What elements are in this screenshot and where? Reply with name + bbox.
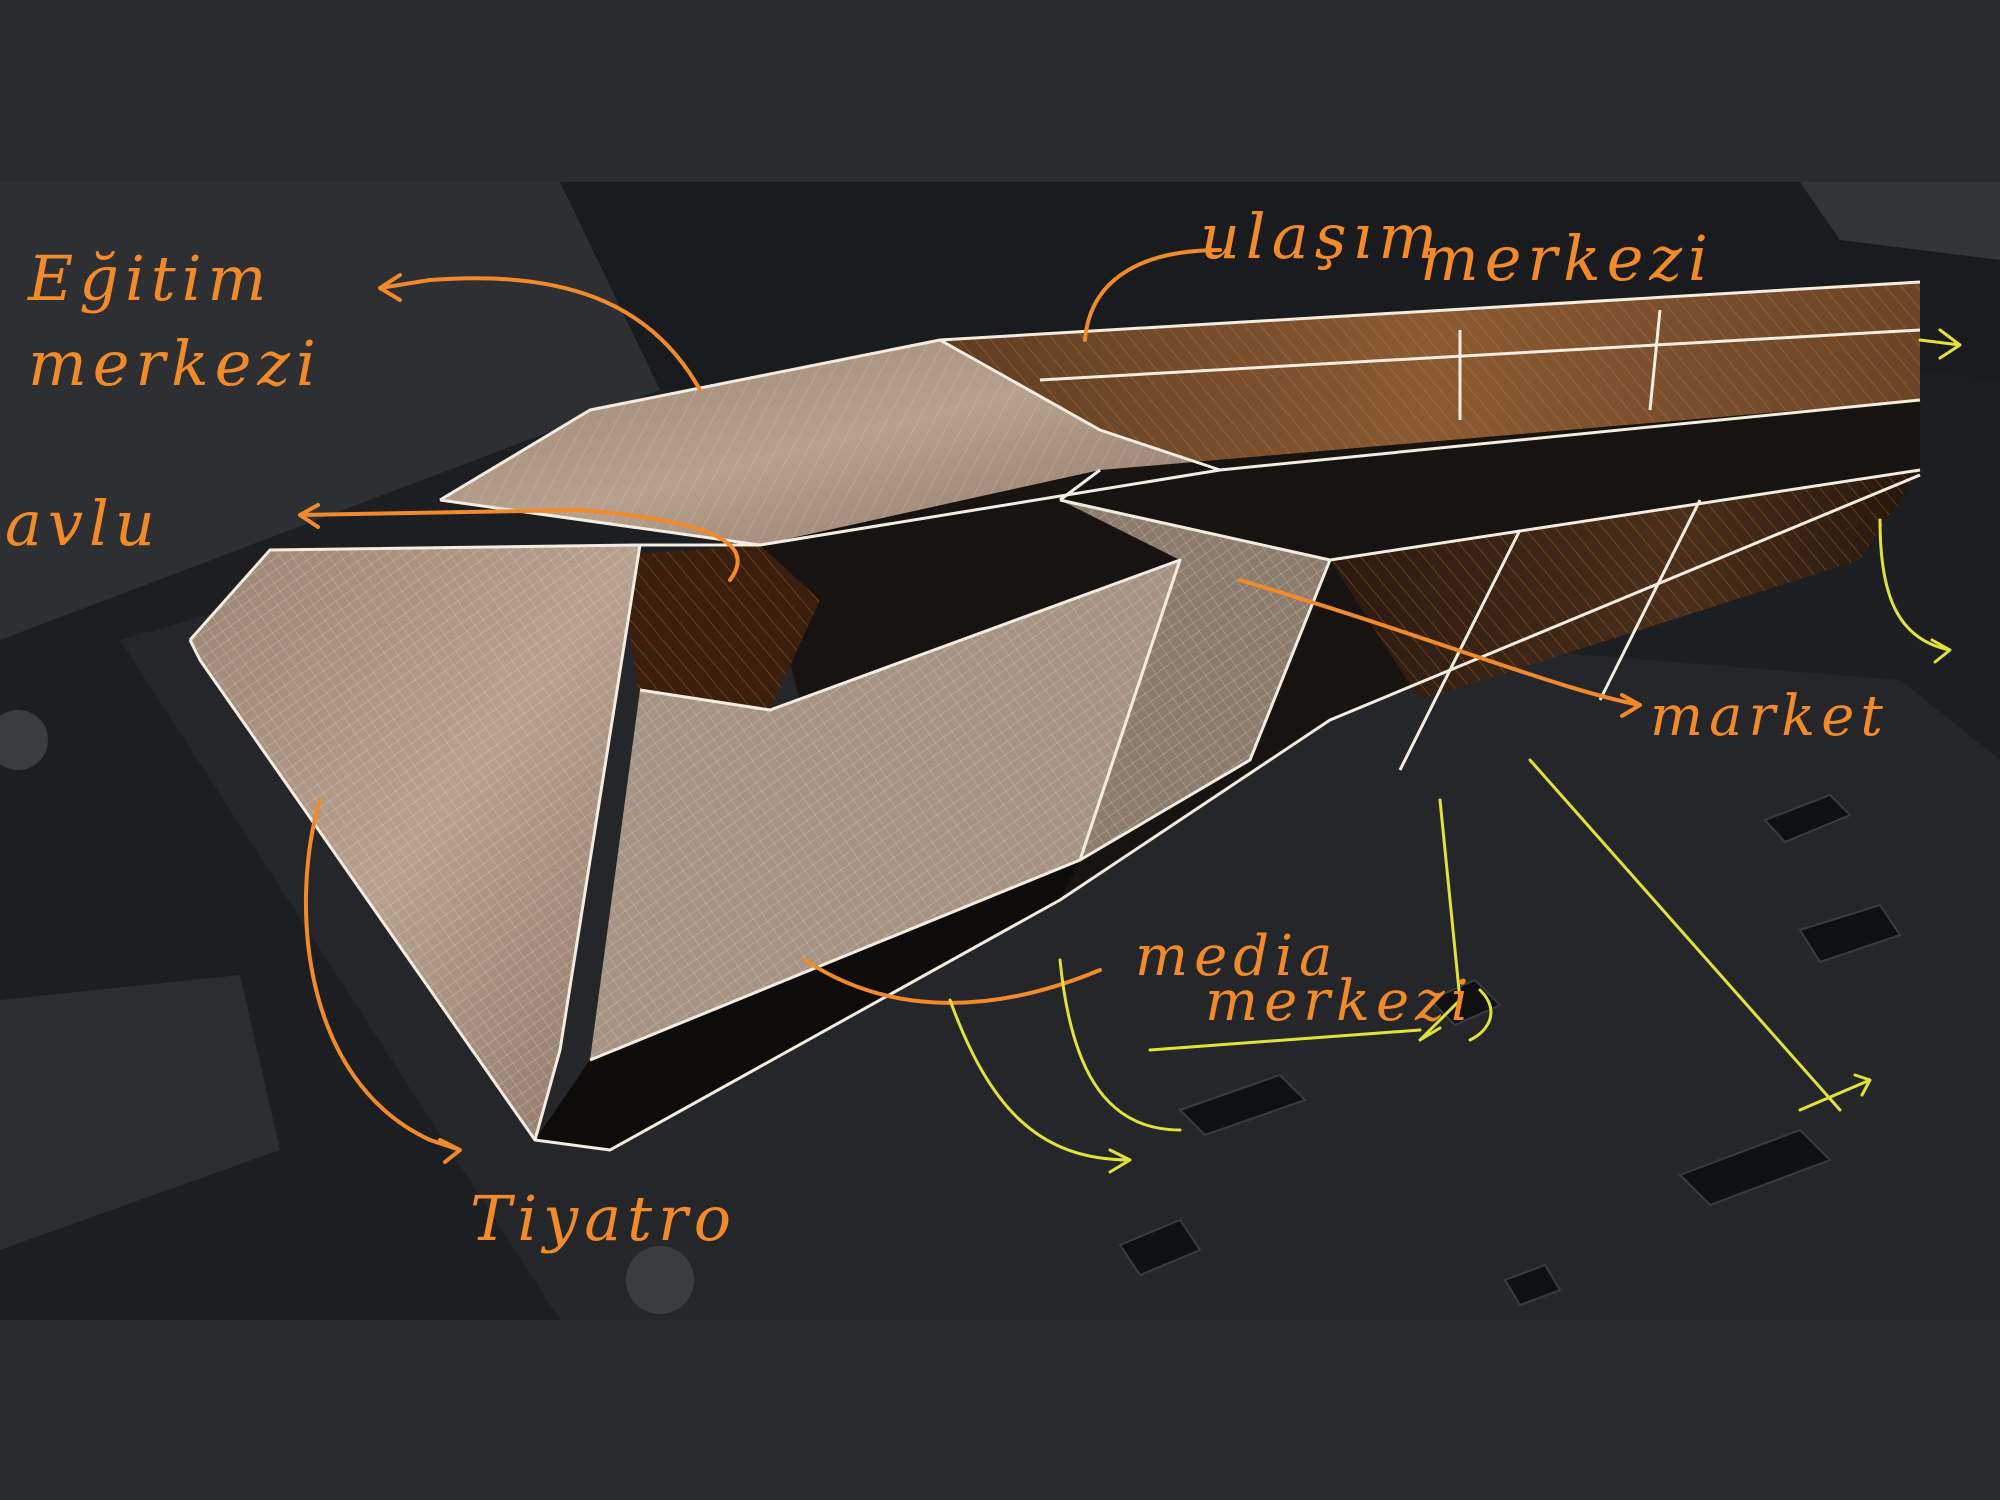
label-media-line2: merkezi [1205, 969, 1475, 1034]
building-massing [188, 280, 1921, 1152]
label-market: market [1650, 684, 1889, 749]
label-egitim-line1: Eğitim [27, 242, 272, 315]
site-objects [1118, 793, 1902, 1307]
label-media-line1: media [1135, 924, 1338, 989]
label-tiyatro: Tiyatro [470, 1182, 737, 1255]
label-egitim-line2: merkezi [28, 327, 322, 400]
annotation-labels: Eğitim merkezi ulaşım merkezi avlu marke… [5, 200, 1889, 1255]
tree-icon [0, 710, 694, 1314]
label-avlu: avlu [5, 487, 161, 560]
label-ulasim-line1: ulaşım [1200, 200, 1443, 273]
label-ulasim-line2: merkezi [1420, 222, 1714, 295]
orange-annotation-strokes [298, 248, 1642, 1164]
yellow-circulation-arrows [948, 328, 1962, 1174]
